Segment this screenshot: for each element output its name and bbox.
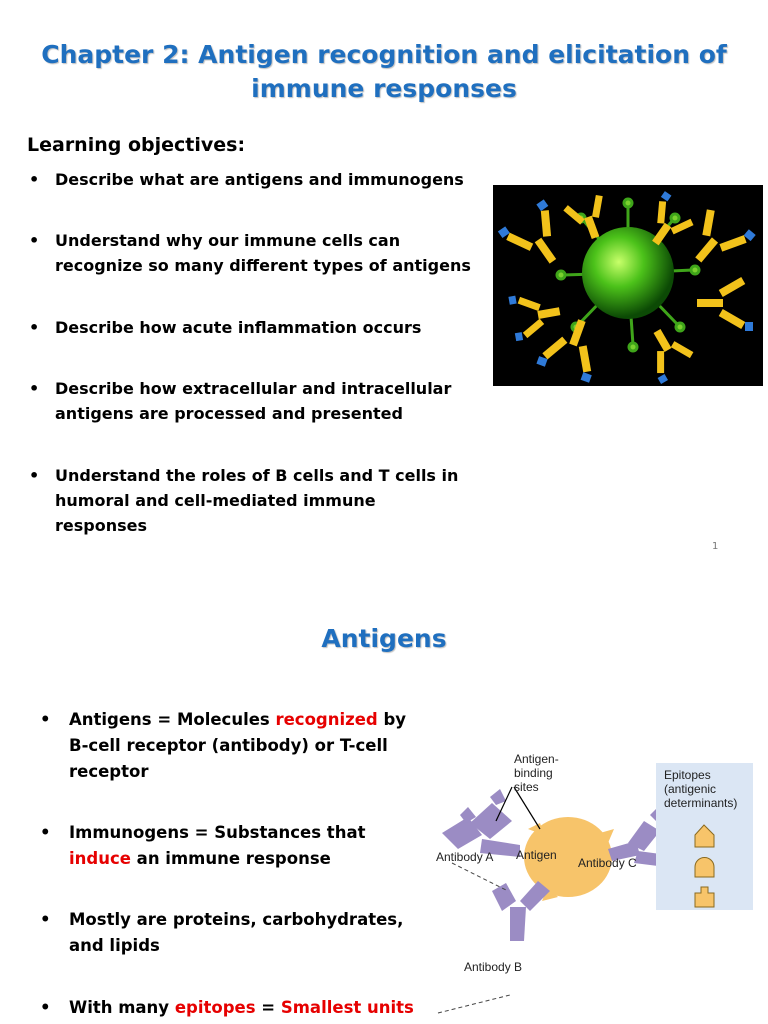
bullet-text: With many — [69, 998, 175, 1017]
epitopes-label: Epitopes — [664, 768, 711, 782]
objective-item: Understand the roles of B cells and T ce… — [27, 463, 495, 538]
objective-item: Describe how acute inflammation occurs — [27, 315, 495, 340]
slide-2: Antigens Antigens = Molecules recognized… — [0, 575, 768, 1024]
bullet-line: B-cell receptor (antibody) or T-cell — [69, 736, 388, 755]
antibody-icons — [497, 191, 756, 385]
bullet-line: induce an immune response — [69, 846, 419, 872]
bullet-text: by — [377, 710, 407, 729]
antibody-c-label: Antibody C — [578, 856, 637, 870]
virus-illustration — [497, 191, 756, 385]
epitope-shape-icon — [694, 857, 715, 878]
epitopes-box: Epitopes (antigenic determinants) — [656, 763, 753, 910]
antibody-a-label: Antibody A — [436, 850, 493, 864]
binding-site-pointers — [495, 786, 541, 830]
antigen-shape — [524, 817, 614, 901]
bullet-text: = — [255, 998, 281, 1017]
virus-body — [582, 227, 674, 319]
objective-text: Understand the roles of B cells and T ce… — [55, 466, 459, 485]
highlight-text: Smallest units — [280, 998, 414, 1017]
title-line-1: Chapter 2: Antigen recognition and elici… — [41, 40, 727, 69]
antigen-label: Antigen — [516, 848, 557, 862]
highlight-text: epitopes — [174, 998, 256, 1017]
epitopes-label: (antigenic — [664, 782, 716, 796]
epitope-shape-icon — [694, 886, 715, 908]
bullet-line: Immunogens = Substances that — [69, 823, 366, 842]
highlight-text: induce — [69, 849, 131, 868]
objective-text: Describe how extracellular and intracell… — [55, 379, 452, 398]
slide-2-title: Antigens — [321, 624, 447, 653]
objective-text: Describe what are antigens and immunogen… — [55, 170, 464, 189]
bullet-immunogens: Immunogens = Substances that induce an i… — [40, 820, 419, 872]
objective-text: recognize so many different types of ant… — [55, 256, 471, 275]
binding-sites-label: Antigen- — [514, 752, 559, 766]
antigen-antibody-diagram: Antigen- binding sites Antigen Antibody … — [436, 752, 680, 1014]
slide-1: Chapter 2: Antigen recognition and elici… — [0, 0, 768, 575]
dashed-outlines — [437, 862, 511, 1014]
antibody-b-shape — [492, 881, 550, 941]
objective-text: Understand why our immune cells can — [55, 231, 401, 250]
bullet-line: receptor — [69, 762, 149, 781]
bullet-line: and lipids — [69, 936, 160, 955]
objective-text: Describe how acute inflammation occurs — [55, 318, 422, 337]
epitopes-label: determinants) — [664, 796, 737, 810]
virus-antibody-image — [493, 185, 763, 386]
objective-item: Describe how extracellular and intracell… — [27, 376, 495, 426]
binding-sites-label: binding — [514, 766, 553, 780]
bullet-antigens: Antigens = Molecules recognized by B-cel… — [40, 707, 419, 785]
objectives-heading: Learning objectives: — [27, 134, 246, 156]
binding-sites-label: sites — [514, 780, 539, 794]
bullet-line: Mostly are proteins, carbohydrates, — [69, 910, 404, 929]
antibody-a-shape — [442, 789, 520, 857]
slide-1-title: Chapter 2: Antigen recognition and elici… — [0, 38, 768, 106]
page-number: 1 — [712, 541, 719, 552]
objective-item: Understand why our immune cells can reco… — [27, 228, 495, 278]
bullet-text: an immune response — [130, 849, 331, 868]
bullet-line: With many epitopes = Smallest units — [69, 995, 419, 1021]
epitopes-legend: Epitopes (antigenic determinants) — [664, 768, 737, 908]
objective-text: antigens are processed and presented — [55, 404, 403, 423]
title-line-2: immune responses — [251, 74, 517, 103]
bullet-composition: Mostly are proteins, carbohydrates, and … — [40, 907, 419, 959]
objective-item: Describe what are antigens and immunogen… — [27, 167, 495, 192]
objective-text: humoral and cell-mediated immune — [55, 491, 376, 510]
epitope-shape-icon — [694, 824, 715, 848]
objective-text: responses — [55, 516, 147, 535]
antibody-b-label: Antibody B — [464, 960, 522, 974]
bullet-epitopes: With many epitopes = Smallest units — [40, 995, 419, 1021]
bullet-text: Antigens = Molecules — [69, 710, 276, 729]
highlight-text: recognized — [275, 710, 378, 729]
bullet-line: Antigens = Molecules recognized by — [69, 707, 419, 733]
